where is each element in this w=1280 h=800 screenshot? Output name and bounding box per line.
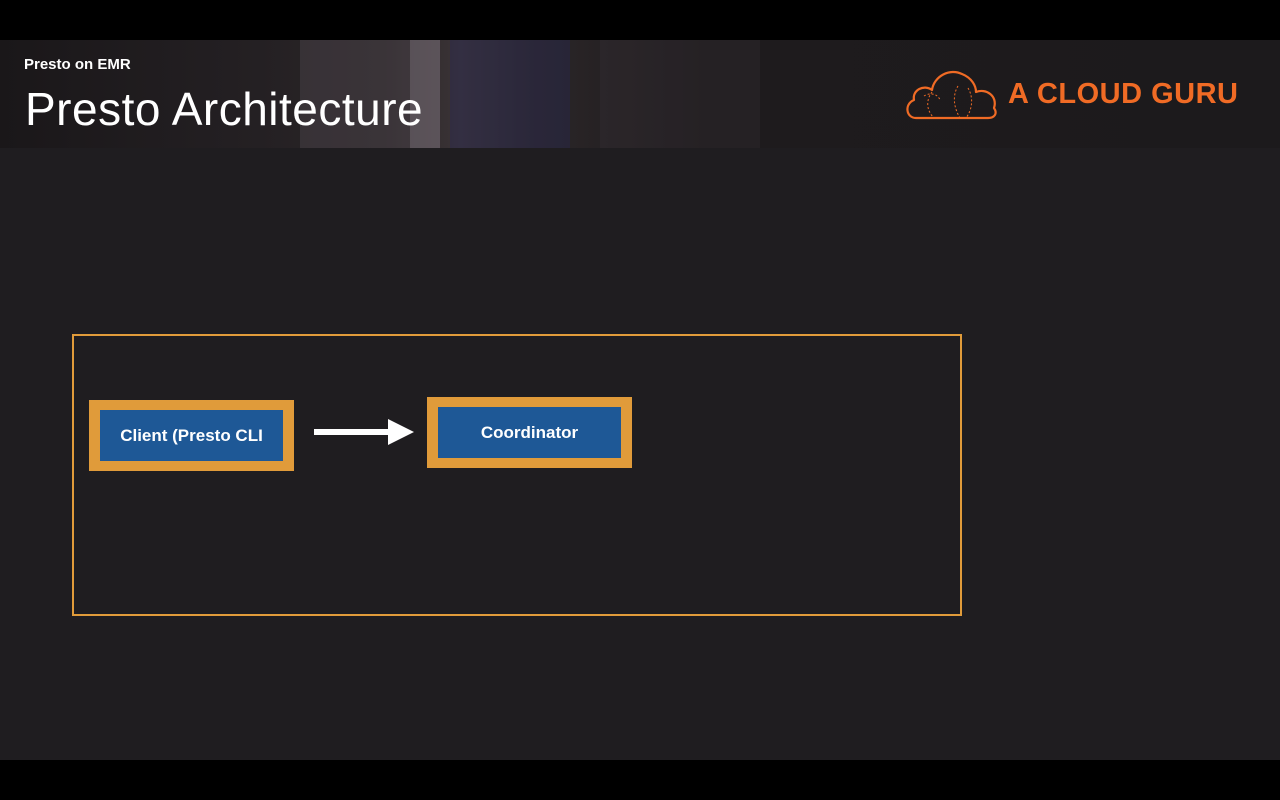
header-video-background [300,40,440,148]
letterbox-bottom [0,760,1280,800]
client-to-coordinator-arrow [314,419,414,445]
client-node-label: Client (Presto CLI [100,410,283,461]
slide-subtitle: Presto on EMR [24,56,131,73]
architecture-frame [72,334,962,616]
coordinator-node-label: Coordinator [438,407,621,458]
cloud-logo-icon [906,70,997,120]
client-node: Client (Presto CLI [89,400,294,471]
brand-logo-text: A CLOUD GURU [1008,78,1239,110]
slide-header: Presto on EMR Presto Architecture A CLOU… [0,40,1280,148]
header-video-background [410,40,440,148]
slide-title: Presto Architecture [25,83,424,135]
header-video-background [450,40,570,148]
letterbox-top [0,0,1280,40]
coordinator-node: Coordinator [427,397,632,468]
slide: Presto on EMR Presto Architecture A CLOU… [0,40,1280,760]
brand-logo: A CLOUD GURU [902,66,1247,124]
header-video-background [600,40,760,148]
